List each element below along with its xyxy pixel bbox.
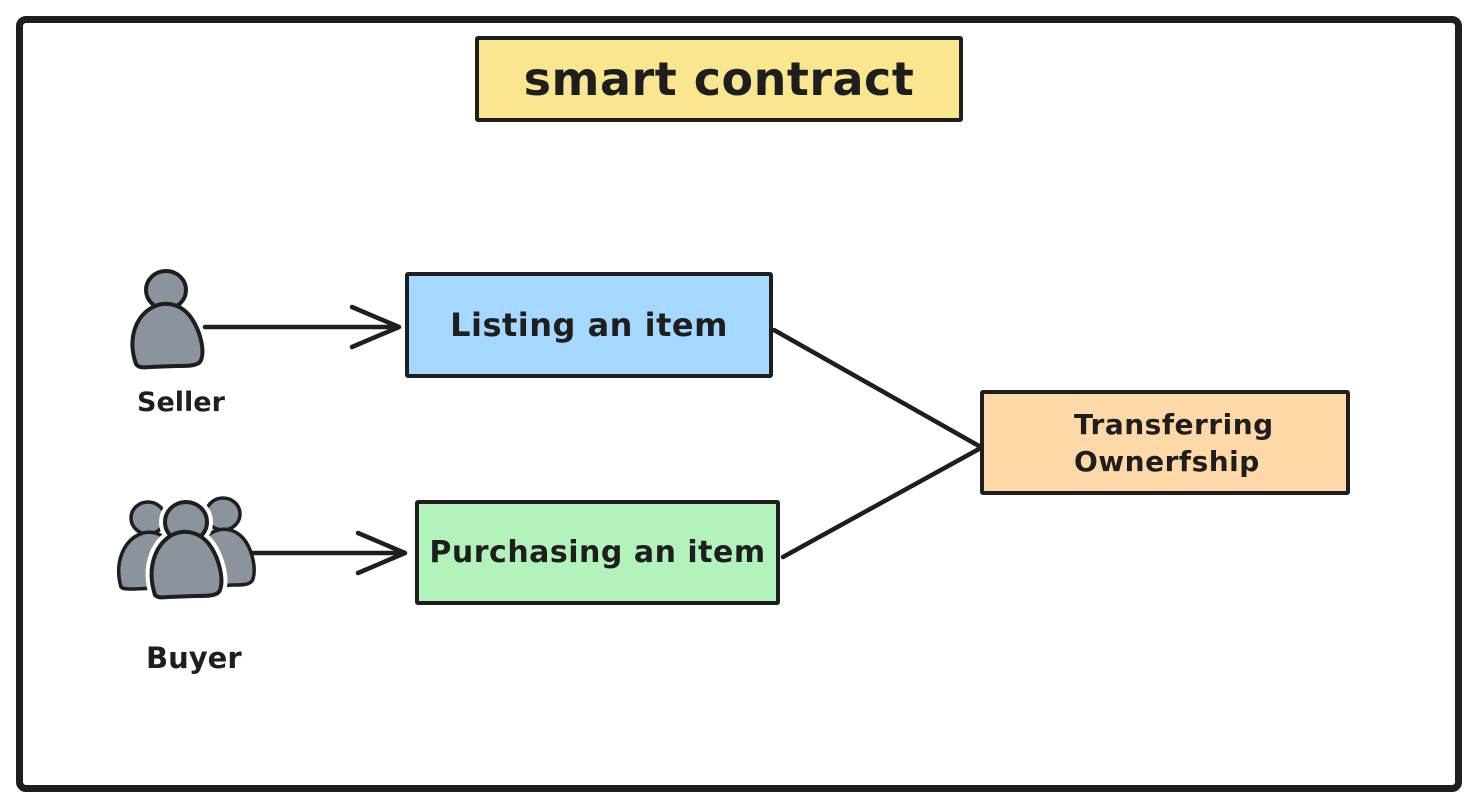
node-transferring-label: Transferring Ownerfship: [1074, 407, 1274, 478]
node-transferring: Transferring Ownerfship: [980, 390, 1350, 495]
diagram-frame: [16, 16, 1462, 792]
node-purchasing: Purchasing an item: [415, 500, 780, 605]
buyer-label: Buyer: [146, 641, 242, 675]
node-listing-label: Listing an item: [450, 306, 728, 344]
title-box: smart contract: [475, 36, 963, 122]
title-label: smart contract: [523, 52, 915, 106]
arrow-seller-to-listing: [202, 304, 402, 350]
arrow-buyer-to-purchasing: [247, 530, 408, 576]
connector-listing-to-transferring: [771, 327, 982, 449]
seller-label: Seller: [137, 387, 225, 418]
single-person-icon: [130, 269, 205, 370]
node-purchasing-label: Purchasing an item: [429, 535, 766, 570]
people-group-icon: [116, 496, 256, 604]
connector-purchasing-to-transferring: [780, 446, 982, 560]
node-listing: Listing an item: [405, 272, 773, 378]
